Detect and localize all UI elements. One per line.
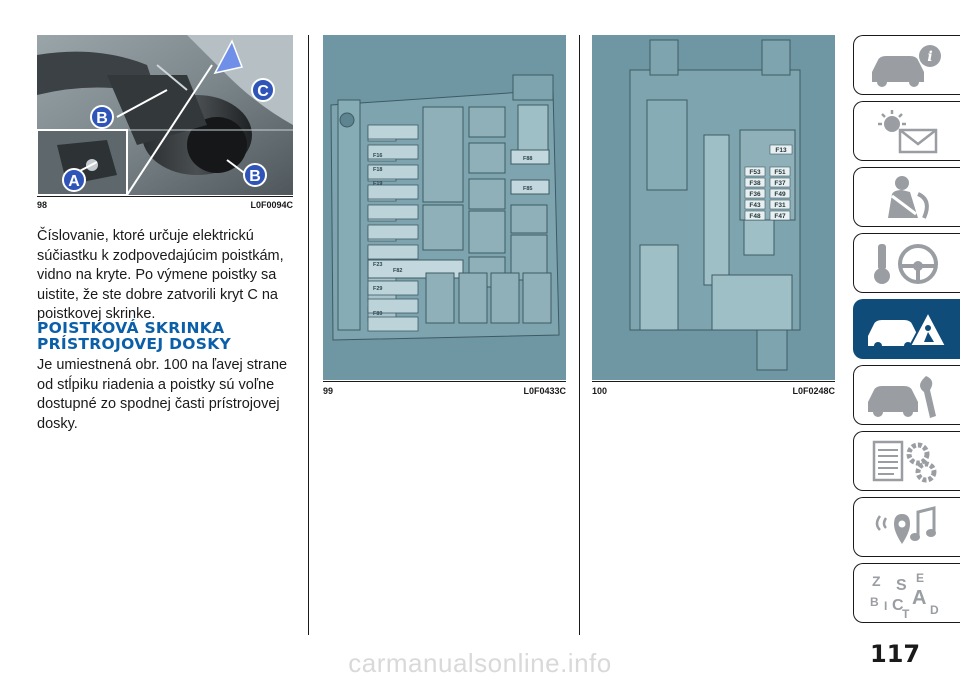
figure-100-code: L0F0248C [792, 386, 835, 396]
tab-index[interactable]: Z E S B A C I D T [853, 563, 960, 623]
fuse-label-f48: F48 [749, 213, 761, 220]
figure-100-caption: 100 L0F0248C [592, 386, 835, 398]
fuse-label-f18: F18 [373, 167, 382, 173]
multimedia-icon [875, 506, 936, 544]
figure-99-code: L0F0433C [523, 386, 566, 396]
warning-lights-icon [878, 110, 938, 154]
callout-b-top: B [90, 105, 114, 129]
car-maintenance-icon [868, 376, 936, 418]
figure-99-number: 99 [323, 386, 334, 396]
dashboard-fuse-box-diagram: F13 F53 F51 F38 F37 F36 F49 F43 F31 F48 … [592, 35, 835, 380]
section-heading-line-1: POISTKOVÁ SKRINKA [37, 319, 225, 337]
index-letter-z: Z [872, 573, 881, 589]
emergency-car-icon [868, 309, 946, 350]
fuse-label-f82: F82 [393, 268, 402, 274]
tab-safety[interactable] [853, 167, 960, 227]
tab-technical-data[interactable] [853, 431, 960, 491]
index-letter-i: I [884, 599, 887, 613]
fuse-label-f36: F36 [749, 191, 761, 198]
fuse-label-f43: F43 [749, 202, 761, 209]
figure-98-number: 98 [37, 200, 48, 210]
fuse-label-f89: F89 [373, 311, 382, 317]
fuse-label-f37: F37 [774, 180, 786, 187]
svg-text:C: C [257, 83, 269, 100]
svg-text:i: i [927, 49, 932, 65]
figure-100-diagram: F13 F53 F51 F38 F37 F36 F49 F43 F31 F48 … [592, 35, 835, 380]
fuse-label-f23: F23 [373, 262, 382, 268]
figure-99-rule [323, 381, 566, 382]
figure-98-caption: 98 L0F0094C [37, 200, 293, 212]
fuse-label-f19: F19 [373, 181, 382, 187]
car-info-icon: i [872, 45, 941, 87]
steering-key-icon [874, 244, 938, 284]
fuse-label-f31: F31 [774, 202, 786, 209]
technical-data-icon [872, 440, 937, 483]
paragraph-cover-numbering: Číslovanie, ktoré určuje elektrickú súči… [37, 228, 284, 323]
figure-98-code: L0F0094C [250, 200, 293, 210]
fuse-label-f38: F38 [749, 180, 761, 187]
callout-a: A [62, 168, 86, 192]
fuse-label-f29: F29 [373, 286, 382, 292]
tab-warning-lights[interactable] [853, 101, 960, 161]
fuse-label-f49: F49 [774, 191, 786, 198]
tab-starting-driving[interactable] [853, 233, 960, 293]
page-number: 117 [870, 640, 921, 668]
tab-in-an-emergency[interactable] [853, 299, 960, 359]
section-heading: POISTKOVÁ SKRINKA PRÍSTROJOVEJ DOSKY [37, 320, 299, 352]
figure-99-caption: 99 L0F0433C [323, 386, 566, 398]
column-divider-2 [579, 35, 580, 635]
fuse-label-f47: F47 [774, 213, 786, 220]
column-divider-1 [308, 35, 309, 635]
index-letter-e: E [916, 571, 924, 585]
paragraph-dashboard-fusebox: Je umiestnená obr. 100 na ľavej strane o… [37, 357, 288, 432]
figure-98-rule [37, 196, 293, 197]
fuse-label-f51: F51 [774, 169, 786, 176]
callout-b-bottom: B [243, 163, 267, 187]
index-letter-c: C [892, 597, 904, 614]
svg-text:B: B [249, 168, 261, 185]
figure-99-diagram: F16 F18 F19 F23 F29 F82 F85 F88 F89 [323, 35, 566, 380]
svg-text:B: B [96, 110, 108, 127]
tab-multimedia[interactable] [853, 497, 960, 557]
index-letter-b: B [870, 595, 879, 609]
fuse-label-f13: F13 [775, 147, 787, 154]
figure-98-photo: A B B C [37, 35, 293, 195]
engine-fuse-box-diagram: F16 F18 F19 F23 F29 F82 F85 F88 F89 [323, 35, 566, 380]
index-letter-a: A [912, 587, 926, 609]
fuse-label-f88: F88 [523, 156, 532, 162]
fuse-label-f53: F53 [749, 169, 761, 176]
tab-servicing-care[interactable] [853, 365, 960, 425]
callout-c: C [251, 78, 275, 102]
index-letter-s: S [896, 577, 907, 594]
fuse-label-f85: F85 [523, 186, 532, 192]
index-letter-t: T [902, 607, 910, 618]
figure-100-rule [592, 381, 835, 382]
figure-100-number: 100 [592, 386, 608, 396]
safety-seat-icon [888, 176, 929, 219]
fuse-label-f16: F16 [373, 153, 382, 159]
index-letter-d: D [930, 603, 939, 617]
fuse-box-cover-photo: A B B C [37, 35, 293, 195]
section-heading-line-2: PRÍSTROJOVEJ DOSKY [37, 335, 232, 353]
index-icon: Z E S B A C I D T [870, 571, 939, 618]
svg-text:A: A [68, 173, 80, 190]
watermark-text: carmanualsonline.info [348, 648, 612, 678]
tab-getting-to-know-car[interactable]: i [853, 35, 960, 95]
